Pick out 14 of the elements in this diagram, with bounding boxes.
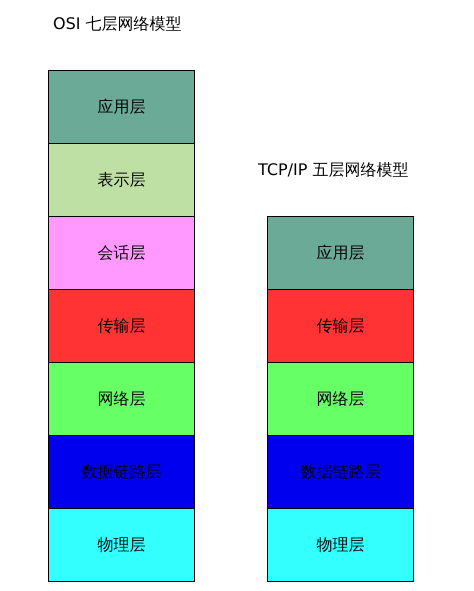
layer-box: 网络层	[48, 362, 195, 436]
layer-box: 网络层	[267, 362, 414, 436]
layer-box: 传输层	[48, 289, 195, 363]
model-title: OSI 七层网络模型	[53, 14, 182, 35]
layer-box: 数据链路层	[48, 435, 195, 509]
layer-box: 传输层	[267, 289, 414, 363]
layer-box: 物理层	[267, 508, 414, 582]
layer-box: 表示层	[48, 143, 195, 217]
layer-box: 物理层	[48, 508, 195, 582]
model-title: TCP/IP 五层网络模型	[258, 160, 408, 181]
layer-box: 会话层	[48, 216, 195, 290]
layer-box: 应用层	[267, 216, 414, 290]
layer-box: 数据链路层	[267, 435, 414, 509]
layer-box: 应用层	[48, 70, 195, 144]
